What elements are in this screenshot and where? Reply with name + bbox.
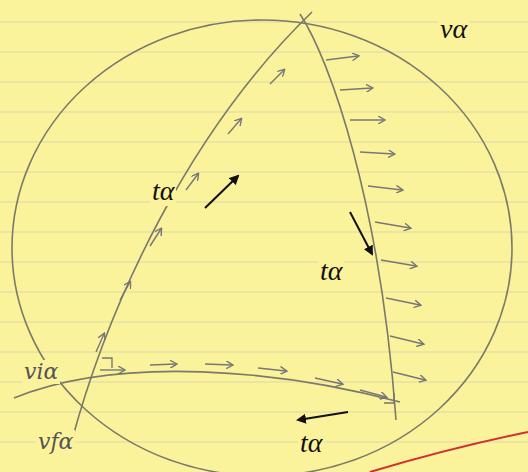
final-vector-label: vfα bbox=[36, 430, 75, 454]
initial-vector-label: viα bbox=[22, 360, 60, 384]
vector-label: vα bbox=[438, 14, 469, 44]
tangent-label: tα bbox=[318, 256, 344, 286]
tangent-label: tα bbox=[298, 428, 324, 458]
tangent-label: tα bbox=[150, 176, 176, 206]
